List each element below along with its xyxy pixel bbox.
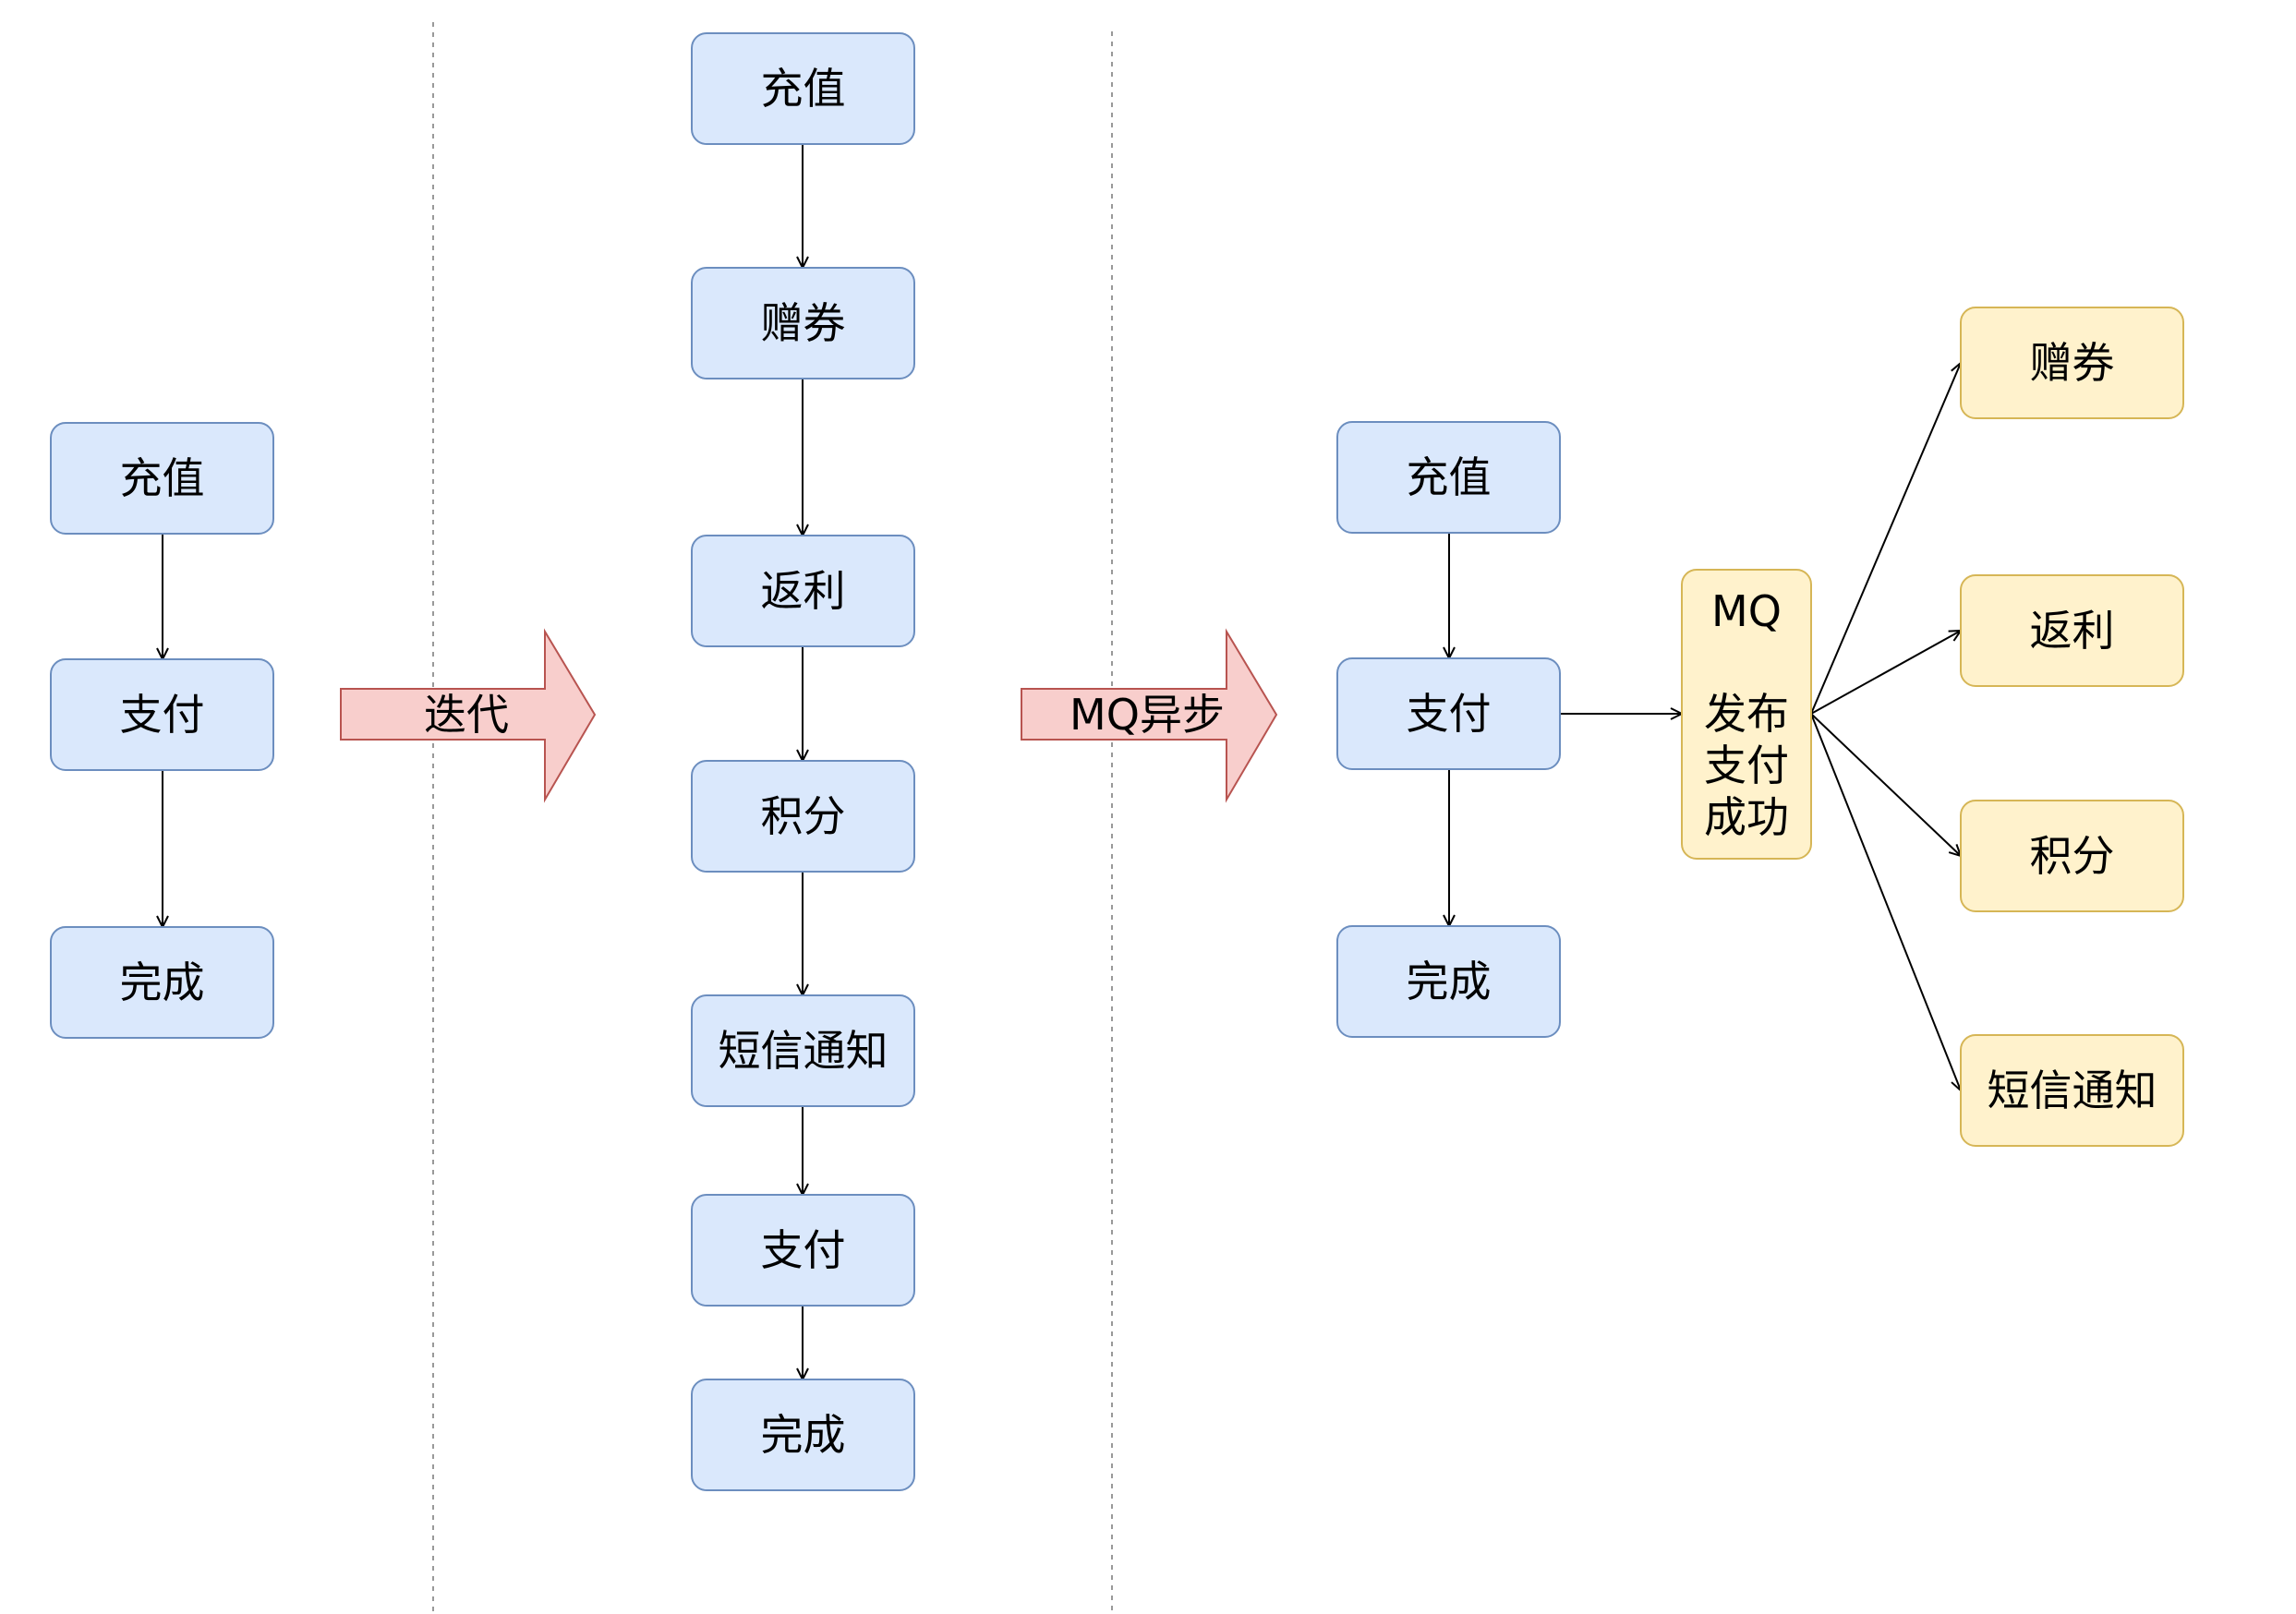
stage1-flow: 充值 支付 完成	[50, 422, 274, 1039]
stage3-edge-mq-points	[1810, 713, 1961, 856]
stage1-node-done: 完成	[50, 926, 274, 1039]
transition-arrow-iterate: 迭代	[340, 628, 597, 803]
stage1-recharge-label: 充值	[120, 453, 205, 503]
stage3-edge-mq-coupon	[1810, 363, 1961, 715]
stage3-mq-line2: 发布	[1704, 689, 1789, 739]
stage3-coupon-label: 赠券	[2030, 338, 2115, 388]
stage3-node-coupon: 赠券	[1960, 307, 2184, 419]
stage2-recharge-label: 充值	[761, 64, 846, 114]
transition-iterate-label: 迭代	[424, 690, 509, 740]
stage2-points-label: 积分	[761, 791, 846, 841]
stage3-points-label: 积分	[2030, 831, 2115, 881]
stage2-pay-label: 支付	[761, 1225, 846, 1275]
stage3-node-rebate: 返利	[1960, 574, 2184, 687]
stage2-node-points: 积分	[691, 760, 915, 873]
stage3-node-done: 完成	[1336, 925, 1561, 1038]
stage2-node-sms: 短信通知	[691, 994, 915, 1107]
stage3-recharge-label: 充值	[1407, 452, 1492, 502]
stage3-node-mq: MQ 发布 支付 成功	[1681, 569, 1812, 860]
stage3-rebate-label: 返利	[2030, 606, 2115, 656]
stage3-edge-mq-rebate	[1810, 631, 1961, 715]
stage3-node-sms: 短信通知	[1960, 1034, 2184, 1147]
stage3-mq-line3: 支付	[1704, 741, 1789, 790]
stage2-node-pay: 支付	[691, 1194, 915, 1307]
stage3-node-pay: 支付	[1336, 657, 1561, 770]
stage2-coupon-label: 赠券	[761, 298, 846, 348]
stage3-mq-line1: MQ	[1711, 586, 1782, 636]
stage2-done-label: 完成	[761, 1410, 846, 1460]
stage2-rebate-label: 返利	[761, 566, 846, 616]
stage2-node-done: 完成	[691, 1379, 915, 1491]
stage1-done-label: 完成	[120, 958, 205, 1007]
stage3-flow: 充值 支付 完成 MQ 发布 支付 成功 赠券 返利 积分	[1336, 307, 2184, 1147]
transition-mq-async-label: MQ异步	[1069, 690, 1225, 740]
stage3-node-recharge: 充值	[1336, 421, 1561, 534]
stage2-node-coupon: 赠券	[691, 267, 915, 379]
stage3-node-points: 积分	[1960, 800, 2184, 912]
stage1-pay-label: 支付	[120, 690, 205, 740]
stage2-node-rebate: 返利	[691, 535, 915, 647]
stage2-node-recharge: 充值	[691, 32, 915, 145]
stage3-pay-label: 支付	[1407, 689, 1492, 739]
stage1-node-recharge: 充值	[50, 422, 274, 535]
stage3-done-label: 完成	[1407, 957, 1492, 1006]
stage3-edge-mq-sms	[1810, 713, 1961, 1090]
stage3-sms-label: 短信通知	[1988, 1066, 2157, 1115]
transition-arrow-mq-async: MQ异步	[1021, 628, 1278, 803]
stage3-mq-line4: 成功	[1704, 792, 1789, 842]
stage1-node-pay: 支付	[50, 658, 274, 771]
stage2-flow: 充值 赠券 返利 积分 短信通知 支付 完成	[691, 32, 915, 1491]
stage2-sms-label: 短信通知	[719, 1026, 888, 1076]
